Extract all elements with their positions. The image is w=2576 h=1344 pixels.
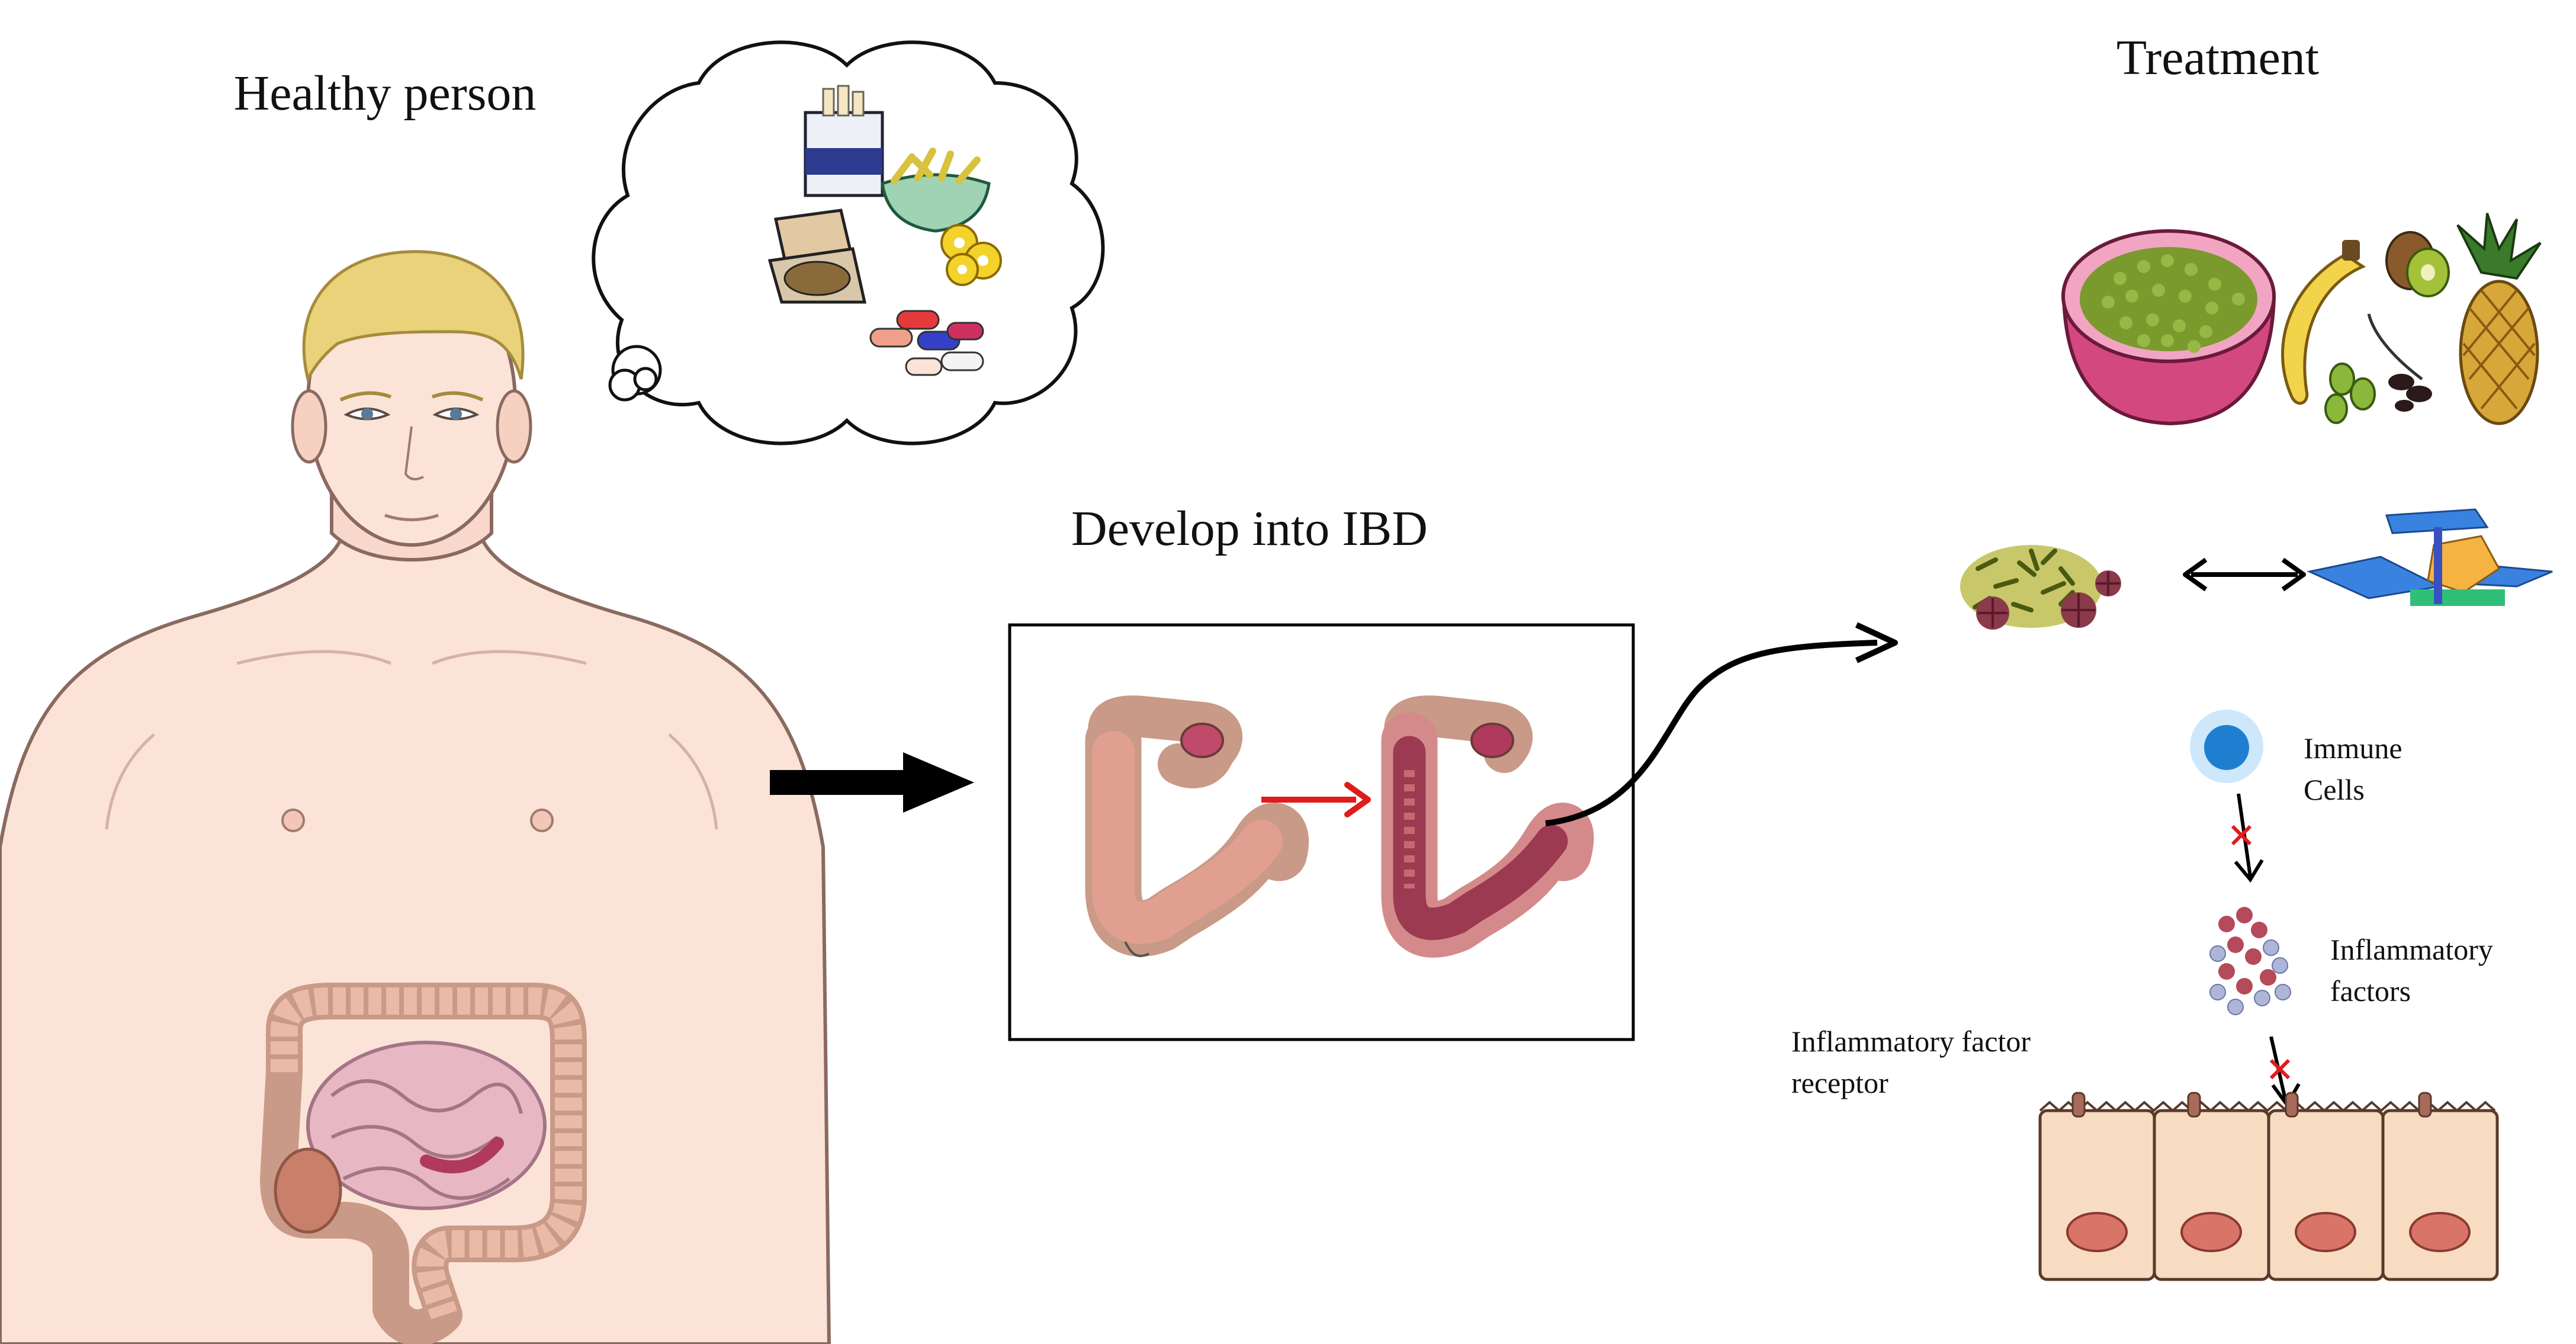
healthy-person-title: Healthy person — [234, 66, 537, 121]
epithelial-cell-icon — [2038, 1092, 2499, 1281]
colon-icon — [1085, 695, 1309, 957]
left-ear — [291, 389, 327, 464]
protein-structure-icon — [2307, 508, 2553, 606]
thought-bubble-icon — [592, 40, 1105, 445]
cecum — [274, 1147, 342, 1234]
blocked-arrow-1 — [2231, 793, 2264, 883]
pineapple-icon — [2456, 213, 2542, 425]
treatment-arrow — [1545, 622, 1898, 826]
receptor-label-line2: receptor — [1791, 1066, 1888, 1099]
inflammatory-factors-label-line2: factors — [2330, 974, 2411, 1008]
olive-icon — [2324, 313, 2432, 424]
mouth — [384, 514, 439, 521]
inflammatory-factors-icon — [2209, 907, 2291, 1015]
hair — [302, 250, 525, 384]
cigarette-pack-icon — [804, 85, 884, 197]
receptor-label-line1: Inflammatory factor — [1791, 1025, 2031, 1058]
immune-cell-icon — [2190, 710, 2263, 783]
kiwi-icon — [2385, 231, 2450, 297]
right-nipple — [530, 809, 554, 832]
red-arrow — [1261, 782, 1371, 817]
takeaway-box-icon — [767, 209, 867, 304]
progression-arrow — [770, 752, 974, 813]
interaction-arrow — [2183, 557, 2306, 592]
right-ear — [496, 389, 532, 464]
intestines — [260, 983, 587, 1344]
inflammatory-factors-label-line1: Inflammatory — [2330, 933, 2493, 966]
human-figure — [0, 250, 831, 1344]
immune-cells-label-line2: Cells — [2304, 773, 2365, 806]
torso — [0, 496, 831, 1344]
left-nipple — [281, 809, 305, 832]
nose — [404, 426, 424, 480]
pineapple-rings-icon — [940, 224, 1002, 286]
herb-icon — [1960, 545, 2121, 630]
treatment-title: Treatment — [2116, 30, 2319, 85]
mung-bean-bowl-icon — [2061, 229, 2276, 426]
banana-icon — [2281, 240, 2366, 405]
immune-cells-label-line1: Immune — [2304, 732, 2402, 765]
small-intestine — [306, 1041, 547, 1210]
develop-into-ibd-title: Develop into IBD — [1071, 501, 1428, 556]
pills-icon — [869, 310, 984, 376]
fries-bowl-icon — [881, 147, 991, 233]
inflamed-colon-icon — [1381, 695, 1594, 958]
